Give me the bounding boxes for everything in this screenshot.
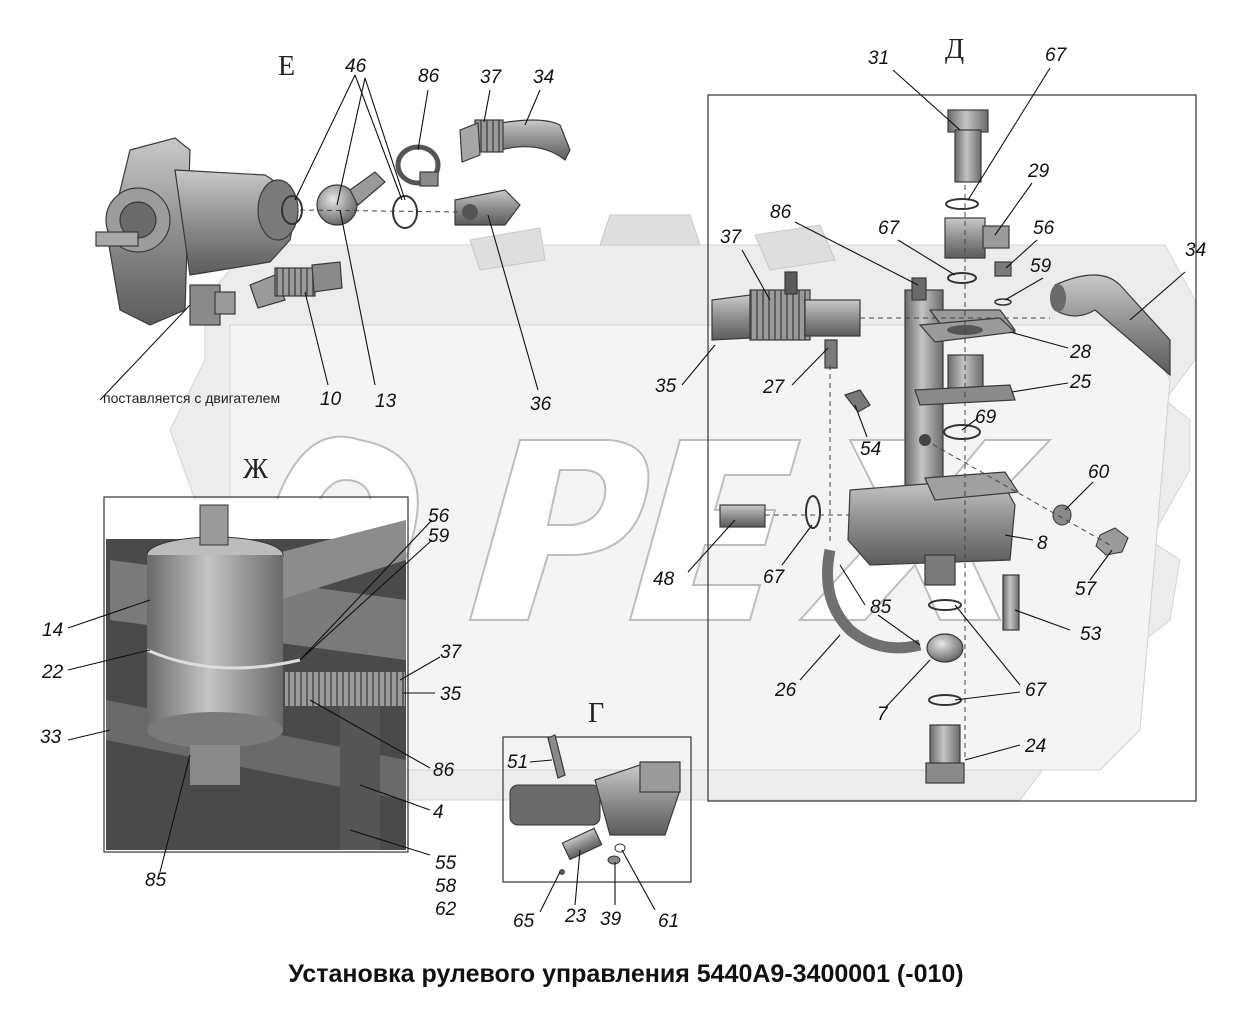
callout-36: 36 — [530, 394, 552, 415]
banjo-stem-13 — [349, 171, 386, 206]
callout-24: 24 — [1024, 736, 1046, 757]
washer-67-top — [945, 198, 979, 210]
callout-35: 35 — [440, 684, 462, 705]
ring-59 — [994, 298, 1012, 306]
callout-39: 39 — [600, 909, 622, 930]
tube-27 — [824, 339, 838, 369]
bolt-54 — [844, 389, 871, 413]
plug-56 — [994, 261, 1012, 277]
valve-body-8 — [847, 471, 1020, 586]
callout-29: 29 — [1027, 161, 1050, 182]
callout-34: 34 — [533, 67, 554, 88]
callout-28: 28 — [1069, 342, 1092, 363]
nut-57 — [1095, 527, 1129, 556]
callout-86: 86 — [770, 202, 792, 223]
callout-67: 67 — [1045, 45, 1068, 66]
callout-61: 61 — [658, 911, 679, 932]
diagram-title: Установка рулевого управления 5440А9-340… — [288, 960, 964, 988]
callout-65: 65 — [513, 911, 535, 932]
callout-54: 54 — [860, 439, 881, 460]
callout-62: 62 — [435, 899, 457, 920]
callout-51: 51 — [507, 752, 528, 773]
callout-86: 86 — [433, 760, 455, 781]
callout-31: 31 — [868, 48, 889, 69]
callout-55: 55 — [435, 853, 457, 874]
callout-53: 53 — [1080, 624, 1102, 645]
hose-assembly-35-37 — [711, 271, 861, 341]
callout-13: 13 — [375, 391, 397, 412]
callout-14: 14 — [42, 620, 63, 641]
callout-23: 23 — [564, 906, 587, 927]
detail-g — [509, 734, 681, 875]
banjo-7 — [926, 633, 964, 663]
supplied-with-engine-note: поставляется с двигателем — [103, 390, 280, 406]
banjo-bolt-36 — [454, 189, 521, 226]
callout-57: 57 — [1075, 579, 1098, 600]
callout-85: 85 — [145, 870, 167, 891]
callout-59: 59 — [428, 526, 450, 547]
callout-22: 22 — [41, 662, 64, 683]
callout-4: 4 — [433, 802, 444, 823]
callout-26: 26 — [774, 680, 797, 701]
section-label-zh: Ж — [243, 454, 269, 485]
callout-33: 33 — [40, 727, 62, 748]
callout-86: 86 — [418, 66, 440, 87]
callout-37: 37 — [480, 67, 503, 88]
banjo-bolt-31 — [947, 109, 989, 183]
axis-line-d — [765, 185, 1111, 760]
frame-section-g — [502, 736, 692, 883]
callout-56: 56 — [428, 506, 450, 527]
fitting-48 — [719, 504, 766, 528]
callout-85: 85 — [870, 597, 892, 618]
hose-37-34-e — [459, 119, 571, 163]
fitting-10 — [249, 261, 343, 309]
callout-48: 48 — [653, 569, 675, 590]
callout-69: 69 — [975, 407, 997, 428]
washer-67-mid — [947, 272, 977, 284]
section-label-d: Д — [945, 34, 964, 65]
reservoir-photo — [106, 499, 406, 850]
callout-56: 56 — [1033, 218, 1055, 239]
callout-7: 7 — [877, 704, 889, 725]
bolt-53 — [1002, 574, 1020, 631]
callout-25: 25 — [1069, 372, 1092, 393]
callout-37: 37 — [720, 227, 743, 248]
callout-59: 59 — [1030, 256, 1052, 277]
callout-labels: 46 86 37 34 10 13 36 31 67 29 86 37 67 5… — [40, 45, 1206, 932]
section-label-g: Г — [588, 698, 604, 729]
frame-section-zh — [103, 496, 409, 853]
frame-section-d — [707, 94, 1197, 802]
callout-8: 8 — [1037, 533, 1048, 554]
callout-37: 37 — [440, 642, 463, 663]
pressure-hose-34-d — [1050, 274, 1171, 377]
callout-58: 58 — [435, 876, 457, 897]
washer-67-left — [805, 495, 821, 529]
leader-lines — [67, 67, 1186, 913]
banjo-bolt-24 — [925, 724, 965, 784]
pipe-26 — [822, 548, 922, 654]
callout-67: 67 — [1025, 680, 1048, 701]
ring-60 — [1052, 504, 1072, 526]
callout-46: 46 — [345, 56, 367, 77]
callout-67: 67 — [878, 218, 901, 239]
callout-10: 10 — [320, 389, 342, 410]
callout-34: 34 — [1185, 240, 1206, 261]
power-steering-pump — [95, 137, 299, 326]
callout-67: 67 — [763, 567, 786, 588]
clamp-86-d — [911, 277, 927, 301]
sealing-ring-46b — [392, 195, 418, 229]
callout-27: 27 — [762, 377, 786, 398]
section-label-e: Е — [278, 51, 295, 82]
callout-60: 60 — [1088, 462, 1110, 483]
washer-67-bottom — [928, 694, 962, 706]
callout-35: 35 — [655, 376, 677, 397]
hose-clamp-86-e — [395, 144, 441, 187]
ring-69 — [943, 424, 981, 440]
washer-67-low — [928, 599, 962, 611]
